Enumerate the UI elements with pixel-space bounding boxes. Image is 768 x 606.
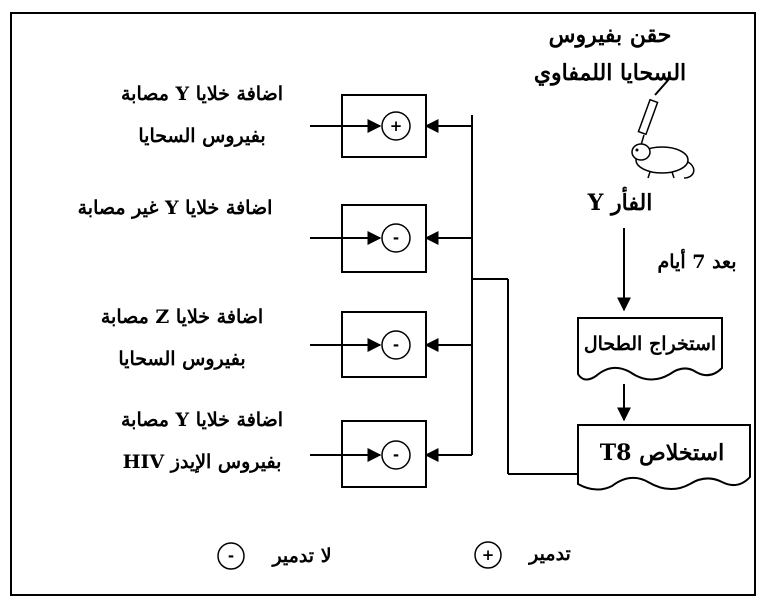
legend-plus-symbol: +: [482, 546, 495, 564]
legend-plus-label: تدمير: [527, 543, 571, 565]
well-3-symbol: -: [393, 336, 399, 354]
mouse-label: الفأر Y: [587, 186, 653, 216]
well-2: - اضافة خلايا Y غير مصابة: [78, 197, 426, 272]
well-1-symbol: +: [390, 117, 403, 135]
legend: - لا تدمير + تدمير: [218, 542, 571, 569]
well-1-label-line1: اضافة خلايا Y مصابة: [121, 83, 283, 105]
distribution-connector: [426, 115, 578, 474]
legend-minus-label: لا تدمير: [270, 545, 331, 567]
injection-label-line1: حقن بفيروس: [549, 22, 672, 48]
well-4-label-line1: اضافة خلايا Y مصابة: [121, 409, 283, 431]
spleen-box-label: استخراج الطحال: [584, 333, 716, 355]
injection-label-line2: السحايا اللمفاوي: [534, 60, 686, 86]
t8-box-label: استخلاص T8: [600, 440, 724, 466]
well-2-symbol: -: [393, 229, 399, 247]
well-3: - اضافة خلايا Z مصابة بفيروس السحايا: [101, 306, 426, 377]
well-4: - اضافة خلايا Y مصابة بفيروس الإيدز HIV: [121, 409, 426, 487]
after-days-label: بعد 7 أيام: [657, 248, 736, 273]
well-1: + اضافة خلايا Y مصابة بفيروس السحايا: [121, 83, 426, 157]
legend-minus-symbol: -: [228, 547, 234, 565]
well-1-label-line2: بفيروس السحايا: [138, 125, 265, 147]
well-3-label-line2: بفيروس السحايا: [118, 348, 245, 370]
well-4-symbol: -: [393, 446, 399, 464]
well-4-label-line2: بفيروس الإيدز HIV: [123, 451, 282, 474]
well-3-label-line1: اضافة خلايا Z مصابة: [101, 306, 263, 328]
well-2-label-line1: اضافة خلايا Y غير مصابة: [78, 197, 273, 219]
mouse-icon: [632, 144, 694, 178]
